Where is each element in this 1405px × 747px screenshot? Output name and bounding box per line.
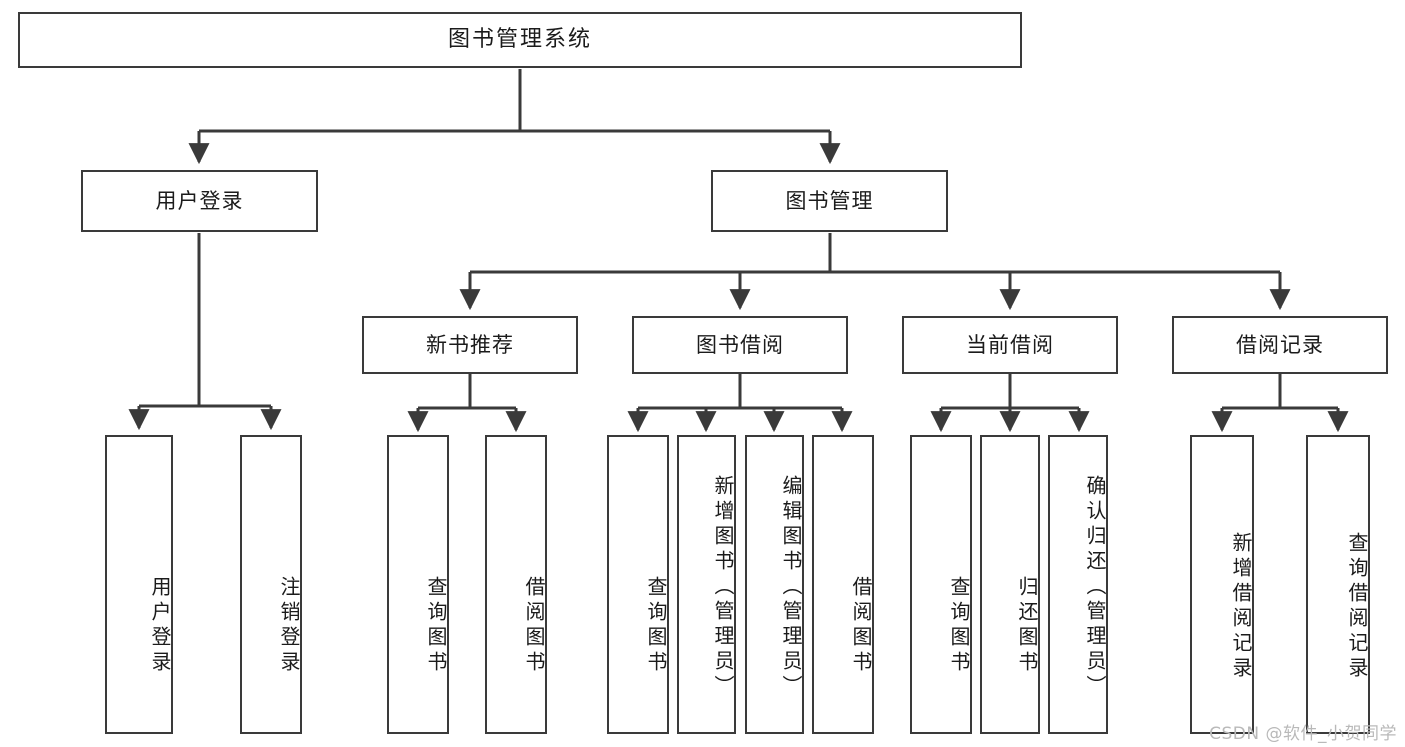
node-leaf-borrow-book-1-label: 借阅图书	[522, 575, 546, 676]
node-current-borrow[interactable]: 当前借阅	[902, 316, 1118, 374]
node-leaf-logout-login-label: 注销登录	[277, 575, 301, 676]
node-leaf-logout-login[interactable]: 注销登录	[240, 435, 302, 734]
csdn-watermark: CSDN @软件_小贺同学	[1209, 724, 1397, 744]
node-leaf-query-book-2-label: 查询图书	[644, 575, 668, 676]
node-user-login[interactable]: 用户登录	[81, 170, 318, 232]
node-leaf-query-record[interactable]: 查询借阅记录	[1306, 435, 1370, 734]
node-leaf-borrow-book-2-label: 借阅图书	[849, 575, 873, 676]
node-leaf-query-book-1[interactable]: 查询图书	[387, 435, 449, 734]
node-current-borrow-label: 当前借阅	[966, 332, 1054, 357]
node-user-login-label: 用户登录	[155, 188, 244, 213]
node-root[interactable]: 图书管理系统	[18, 12, 1022, 68]
node-book-borrow-label: 图书借阅	[696, 332, 784, 357]
node-leaf-return-book[interactable]: 归还图书	[980, 435, 1040, 734]
node-leaf-query-book-3-label: 查询图书	[947, 575, 971, 676]
node-leaf-borrow-book-2[interactable]: 借阅图书	[812, 435, 874, 734]
node-leaf-add-record[interactable]: 新增借阅记录	[1190, 435, 1254, 734]
node-leaf-confirm-return-label: 确认归还（管理员）	[1083, 474, 1107, 700]
node-borrow-record-label: 借阅记录	[1236, 332, 1324, 357]
node-leaf-user-login-label: 用户登录	[148, 575, 172, 676]
node-book-management[interactable]: 图书管理	[711, 170, 948, 232]
node-leaf-return-book-label: 归还图书	[1015, 575, 1039, 676]
node-leaf-query-record-label: 查询借阅记录	[1345, 531, 1369, 682]
node-leaf-add-book-label: 新增图书（管理员）	[711, 474, 735, 700]
node-leaf-borrow-book-1[interactable]: 借阅图书	[485, 435, 547, 734]
node-new-book-recommend[interactable]: 新书推荐	[362, 316, 578, 374]
node-leaf-confirm-return[interactable]: 确认归还（管理员）	[1048, 435, 1108, 734]
node-leaf-edit-book[interactable]: 编辑图书（管理员）	[745, 435, 804, 734]
node-leaf-user-login[interactable]: 用户登录	[105, 435, 173, 734]
node-new-book-recommend-label: 新书推荐	[426, 332, 514, 357]
node-leaf-query-book-1-label: 查询图书	[424, 575, 448, 676]
node-leaf-add-book[interactable]: 新增图书（管理员）	[677, 435, 736, 734]
node-book-management-label: 图书管理	[785, 188, 874, 213]
node-leaf-query-book-2[interactable]: 查询图书	[607, 435, 669, 734]
node-borrow-record[interactable]: 借阅记录	[1172, 316, 1388, 374]
node-root-label: 图书管理系统	[447, 27, 592, 53]
node-leaf-edit-book-label: 编辑图书（管理员）	[779, 474, 803, 700]
node-leaf-add-record-label: 新增借阅记录	[1229, 531, 1253, 682]
node-leaf-query-book-3[interactable]: 查询图书	[910, 435, 972, 734]
node-book-borrow[interactable]: 图书借阅	[632, 316, 848, 374]
